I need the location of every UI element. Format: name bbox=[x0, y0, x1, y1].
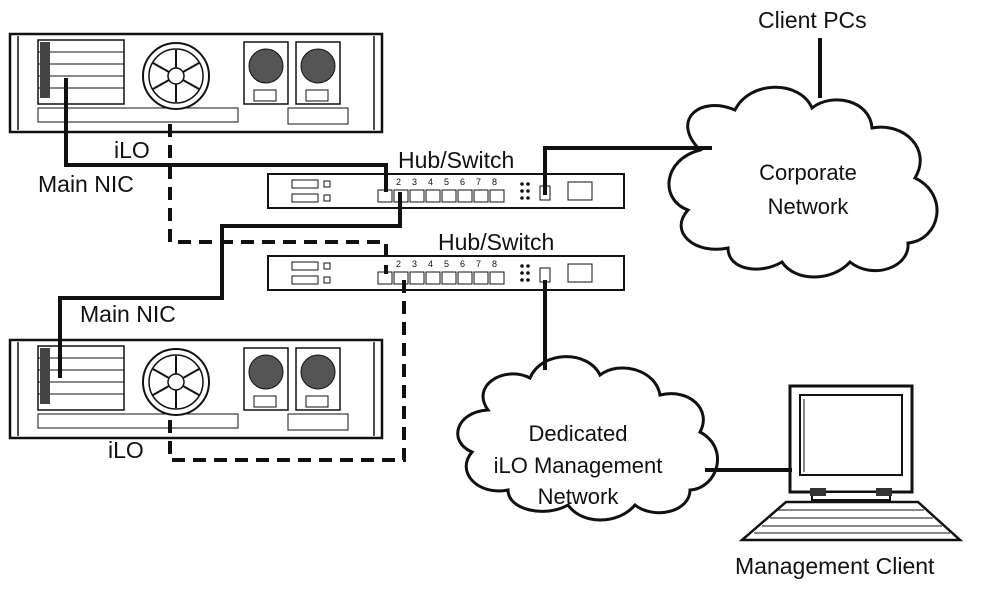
main-nic-label-bottom: Main NIC bbox=[80, 301, 176, 327]
switch-production-port-numbers: 2 3 4 5 6 7 8 bbox=[396, 177, 497, 187]
ilo-label-top: iLO bbox=[114, 137, 150, 163]
port-number: 7 bbox=[476, 259, 481, 269]
ilo-label-bottom: iLO bbox=[108, 437, 144, 463]
port-number: 4 bbox=[428, 177, 433, 187]
client-pcs-label: Client PCs bbox=[758, 7, 867, 33]
switch-ilo-port-numbers: 2 3 4 5 6 7 8 bbox=[396, 259, 497, 269]
port-number: 3 bbox=[412, 177, 417, 187]
hub-switch-label-top: Hub/Switch bbox=[398, 147, 514, 173]
hub-switch-label-bottom: Hub/Switch bbox=[438, 229, 554, 255]
ilo-network-line1: Dedicated bbox=[528, 421, 627, 446]
corporate-network-cloud bbox=[667, 85, 939, 279]
management-workstation-icon bbox=[738, 384, 964, 542]
corporate-network-label: Corporate Network bbox=[759, 160, 857, 219]
port-number: 2 bbox=[396, 259, 401, 269]
port-number: 3 bbox=[412, 259, 417, 269]
link-bottom-ilo-to-switch bbox=[168, 274, 406, 462]
port-number: 2 bbox=[396, 177, 401, 187]
port-number: 6 bbox=[460, 259, 465, 269]
port-number: 4 bbox=[428, 259, 433, 269]
port-number: 5 bbox=[444, 177, 449, 187]
ilo-management-network-cloud bbox=[456, 355, 719, 522]
ilo-links bbox=[168, 124, 406, 462]
server-bottom bbox=[8, 338, 384, 440]
ilo-network-line3: Network bbox=[538, 484, 620, 509]
production-links bbox=[58, 38, 822, 472]
management-client-label: Management Client bbox=[735, 553, 935, 579]
port-number: 5 bbox=[444, 259, 449, 269]
link-switch-to-corporate bbox=[543, 146, 712, 195]
ilo-network-label: Dedicated iLO Management Network bbox=[494, 421, 663, 509]
port-number: 8 bbox=[492, 177, 497, 187]
link-top-nic-to-switch bbox=[64, 78, 388, 192]
port-number: 8 bbox=[492, 259, 497, 269]
link-bottom-nic-to-switch bbox=[58, 192, 402, 378]
port-number: 7 bbox=[476, 177, 481, 187]
corporate-network-line1: Corporate bbox=[759, 160, 857, 185]
port-number: 6 bbox=[460, 177, 465, 187]
main-nic-label-top: Main NIC bbox=[38, 171, 134, 197]
corporate-network-line2: Network bbox=[768, 194, 850, 219]
ilo-network-line2: iLO Management bbox=[494, 453, 663, 478]
